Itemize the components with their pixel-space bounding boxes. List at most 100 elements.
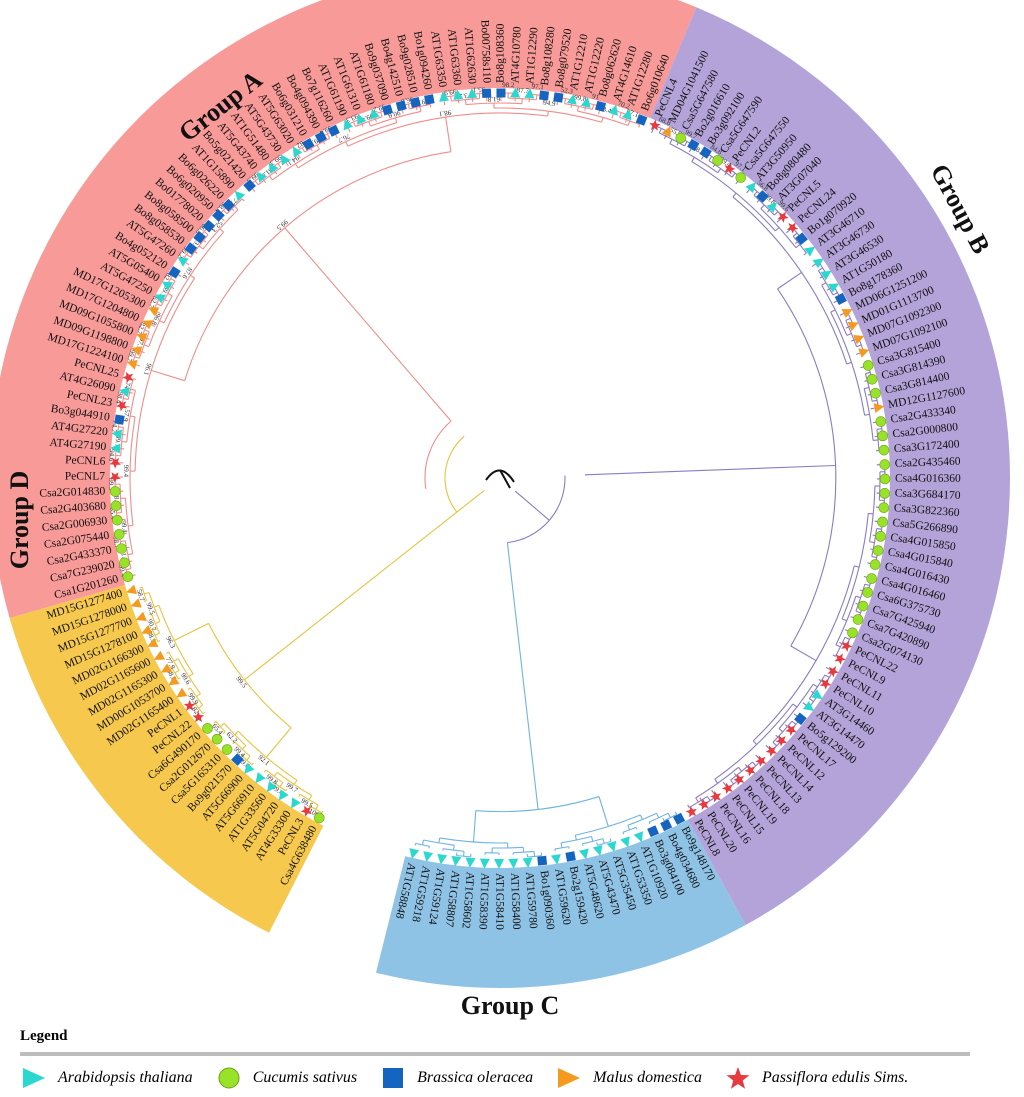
brassica-marker bbox=[202, 219, 216, 233]
support-value: 99.8 bbox=[573, 93, 587, 103]
malus-marker bbox=[153, 650, 166, 660]
arabidopsis-marker bbox=[522, 857, 533, 868]
triangle-icon bbox=[23, 1068, 45, 1088]
support-value: 98.7 bbox=[111, 536, 121, 550]
branch bbox=[574, 835, 577, 841]
arabidopsis-marker bbox=[622, 109, 632, 121]
branch bbox=[732, 192, 737, 198]
branch bbox=[419, 106, 422, 112]
branch bbox=[731, 172, 736, 178]
branch-arc bbox=[168, 651, 180, 671]
branch-arc bbox=[869, 485, 876, 542]
support-value: 90.6 bbox=[387, 108, 401, 119]
support-value: 99.5 bbox=[145, 601, 157, 616]
cucumis-marker bbox=[877, 516, 888, 528]
cucumis-marker bbox=[866, 573, 877, 584]
passiflora-marker bbox=[733, 773, 745, 786]
support-value: 99.7 bbox=[125, 348, 137, 363]
branch-arc bbox=[241, 754, 253, 766]
branch bbox=[128, 524, 134, 527]
branch bbox=[684, 141, 688, 147]
passiflora-marker bbox=[744, 764, 756, 777]
branch bbox=[232, 741, 236, 745]
brassica-marker bbox=[409, 97, 421, 108]
branch-arc bbox=[708, 160, 733, 178]
brassica-marker bbox=[647, 825, 659, 838]
passiflora-marker bbox=[834, 653, 846, 665]
support-value: 96.6 bbox=[400, 95, 414, 106]
arabidopsis-marker bbox=[524, 88, 535, 99]
branch-arc bbox=[821, 284, 848, 336]
malus-marker bbox=[131, 346, 143, 356]
passiflora-marker bbox=[755, 755, 767, 767]
arabidopsis-marker bbox=[343, 119, 354, 131]
brassica-marker bbox=[243, 179, 256, 192]
phylogenetic-tree: 10099.599.499.899.799.699.465.462.292.18… bbox=[0, 0, 1011, 1020]
cucumis-marker bbox=[116, 543, 127, 554]
passiflora-marker bbox=[109, 472, 121, 484]
branch bbox=[864, 413, 870, 416]
branch bbox=[153, 604, 160, 608]
cucumis-marker bbox=[202, 723, 213, 734]
branch bbox=[472, 810, 477, 843]
arabidopsis-marker bbox=[606, 840, 617, 852]
cucumis-marker bbox=[862, 587, 873, 598]
branch bbox=[855, 610, 861, 614]
branch bbox=[263, 769, 267, 773]
arabidopsis-marker bbox=[620, 836, 630, 848]
branch bbox=[753, 191, 758, 196]
branch bbox=[170, 278, 176, 282]
leaf-label: Csa4G016360 bbox=[895, 473, 961, 485]
branch bbox=[876, 428, 882, 430]
backbone-arc bbox=[424, 420, 452, 489]
brassica-marker bbox=[424, 94, 435, 105]
branch-arc bbox=[817, 270, 834, 296]
malus-marker bbox=[160, 663, 173, 673]
arabidopsis-marker bbox=[291, 797, 301, 809]
branch bbox=[308, 795, 313, 801]
brassica-marker bbox=[756, 190, 769, 203]
passiflora-marker bbox=[698, 798, 710, 811]
branch bbox=[691, 157, 695, 162]
support-value: 59.2 bbox=[372, 102, 387, 114]
support-value: 98.4 bbox=[598, 104, 612, 115]
group-stem bbox=[284, 227, 452, 422]
branch bbox=[202, 711, 206, 715]
branch bbox=[298, 794, 301, 798]
brassica-marker bbox=[212, 209, 225, 222]
branch bbox=[190, 274, 195, 279]
support-value: 52.3 bbox=[560, 86, 574, 96]
cucumis-marker bbox=[857, 600, 869, 612]
branch bbox=[854, 565, 860, 568]
branch-arc bbox=[864, 373, 873, 402]
leaf-label: PeCNL7 bbox=[65, 471, 106, 483]
cucumis-marker bbox=[675, 132, 687, 144]
branch bbox=[134, 356, 140, 359]
branch bbox=[695, 797, 699, 803]
malus-marker bbox=[168, 675, 180, 686]
branch bbox=[315, 804, 319, 810]
branch bbox=[774, 227, 780, 232]
branch bbox=[198, 245, 204, 250]
arabidopsis-marker bbox=[437, 853, 448, 865]
branch bbox=[864, 583, 870, 587]
branch bbox=[738, 767, 743, 772]
branch bbox=[234, 205, 239, 211]
support-value: 58.7 bbox=[135, 588, 147, 603]
passiflora-marker bbox=[721, 782, 733, 795]
branch bbox=[760, 204, 765, 209]
circle-icon bbox=[218, 1067, 240, 1089]
brassica-marker bbox=[672, 812, 686, 825]
cucumis-marker bbox=[712, 155, 723, 166]
group-sectors bbox=[0, 0, 1011, 988]
branch bbox=[173, 622, 209, 642]
leaf-label: AT4G27190 bbox=[49, 437, 107, 453]
branch bbox=[730, 779, 735, 785]
branch-arc bbox=[627, 812, 657, 826]
branch-arc bbox=[659, 132, 685, 147]
malus-marker bbox=[661, 126, 671, 138]
branch bbox=[198, 704, 203, 709]
branch bbox=[127, 553, 133, 556]
arabidopsis-marker bbox=[119, 387, 130, 398]
arabidopsis-marker bbox=[811, 689, 823, 700]
